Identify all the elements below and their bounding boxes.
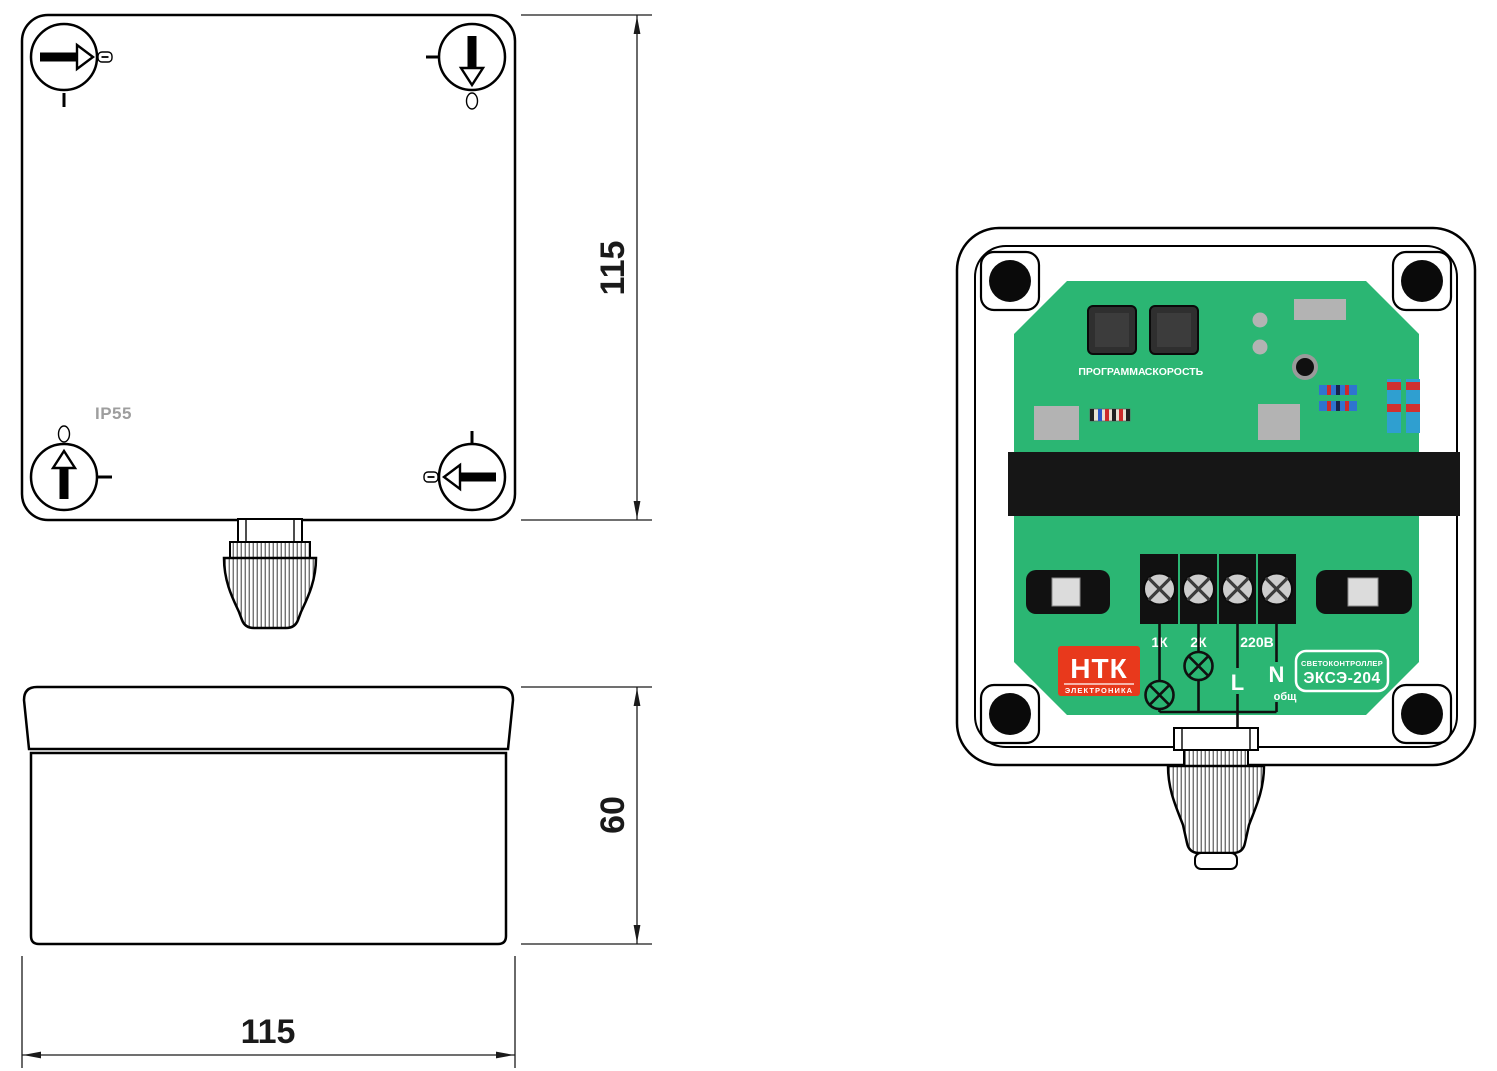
photo-sensor-icon (1292, 354, 1318, 380)
product-model-label: ЭКСЭ-204 (1303, 670, 1380, 687)
resistor-blue-2-icon (1319, 401, 1357, 411)
quarter-turn-screw-bottom-right-icon (437, 442, 507, 512)
dim-arrow-down-icon (633, 925, 641, 943)
component-block-top (1294, 299, 1346, 320)
product-label: СВЕТОКОНТРОЛЛЕР ЭКСЭ-204 (1294, 649, 1390, 693)
cable-gland-front-view (1166, 727, 1266, 870)
lock-indicator-closed-bottom-left-icon (57, 425, 71, 443)
corner-screw-boss-top-left (979, 250, 1041, 312)
lock-mark-top-left (62, 93, 66, 107)
terminal-screw-4-icon (1260, 572, 1293, 606)
terminal-block (1140, 554, 1296, 624)
lock-indicator-closed-top-right-icon (465, 92, 479, 110)
screw-hole-icon (1401, 693, 1443, 735)
corner-screw-boss-bottom-left (979, 683, 1041, 745)
resistor-icon (1089, 408, 1131, 422)
quarter-turn-screw-bottom-left-icon (29, 442, 99, 512)
fuse-holder-right (1316, 570, 1412, 614)
led-indicator-2-icon (1252, 339, 1268, 355)
corner-screw-boss-bottom-right (1391, 683, 1453, 745)
wiring-schematic: L N общ (1144, 624, 1298, 730)
terminal-screw-3-icon (1221, 572, 1254, 606)
lamp-symbol-2-icon (1183, 650, 1214, 682)
product-type-label: СВЕТОКОНТРОЛЛЕР (1301, 659, 1383, 668)
ip-rating-label: IP55 (95, 404, 132, 423)
dim-value-115-horizontal: 115 (241, 1013, 296, 1051)
logo-subtitle: ЭЛЕКТРОНИКА (1065, 686, 1133, 695)
lock-mark-bottom-right (470, 431, 474, 445)
dim-arrow-up-icon (633, 688, 641, 706)
enclosure-lid-side (22, 685, 515, 751)
terminal-screw-2-icon (1182, 572, 1215, 606)
dim-arrow-up-icon (633, 16, 641, 34)
dimension-side-height: 60 (521, 686, 652, 945)
speed-button (1149, 305, 1199, 355)
program-button (1087, 305, 1137, 355)
dim-value-115-vertical: 115 (594, 241, 632, 296)
dimension-bottom-width: 115 (21, 956, 516, 1068)
quarter-turn-screw-top-right-icon (437, 22, 507, 92)
dim-arrow-down-icon (633, 501, 641, 519)
line-label: L (1231, 670, 1244, 695)
side-view (22, 685, 515, 946)
top-view: IP55 (20, 13, 517, 630)
program-button-label: ПРОГРАММА (1078, 366, 1146, 378)
component-block-middle (1258, 404, 1300, 440)
corner-screw-boss-top-right (1391, 250, 1453, 312)
dim-arrow-right-icon (496, 1051, 514, 1059)
dim-value-60: 60 (594, 796, 632, 834)
lock-indicator-open-top-left-icon (97, 51, 113, 63)
dimension-top-view-height: 115 (521, 14, 652, 521)
capacitor-2-icon (1406, 379, 1420, 433)
ntk-logo: НТК ЭЛЕКТРОНИКА (1058, 646, 1140, 696)
terminal-label-220v: 220В (1240, 634, 1273, 650)
enclosure-body-side (29, 751, 508, 946)
relay-bar (1008, 452, 1460, 516)
screw-hole-icon (989, 260, 1031, 302)
screw-hole-icon (989, 693, 1031, 735)
device-open-view: ПРОГРАММА СКОРОСТЬ (955, 226, 1477, 870)
lock-indicator-open-bottom-right-icon (423, 471, 439, 483)
dim-arrow-left-icon (23, 1051, 41, 1059)
fuse-holder-left (1026, 570, 1110, 614)
resistor-blue-1-icon (1319, 385, 1357, 395)
capacitor-1-icon (1387, 379, 1401, 433)
component-block-left (1034, 406, 1079, 440)
speed-button-label: СКОРОСТЬ (1145, 366, 1204, 378)
lock-mark-bottom-left (98, 475, 112, 479)
cable-gland-top-view (222, 518, 318, 630)
logo-title: НТК (1070, 653, 1127, 684)
lock-mark-top-right (426, 55, 440, 59)
screw-hole-icon (1401, 260, 1443, 302)
common-label: общ (1274, 691, 1298, 703)
led-indicator-1-icon (1252, 312, 1268, 328)
enclosure-lid (20, 13, 517, 522)
terminal-screw-1-icon (1143, 572, 1176, 606)
neutral-label: N (1269, 662, 1285, 687)
quarter-turn-screw-top-left-icon (29, 22, 99, 92)
